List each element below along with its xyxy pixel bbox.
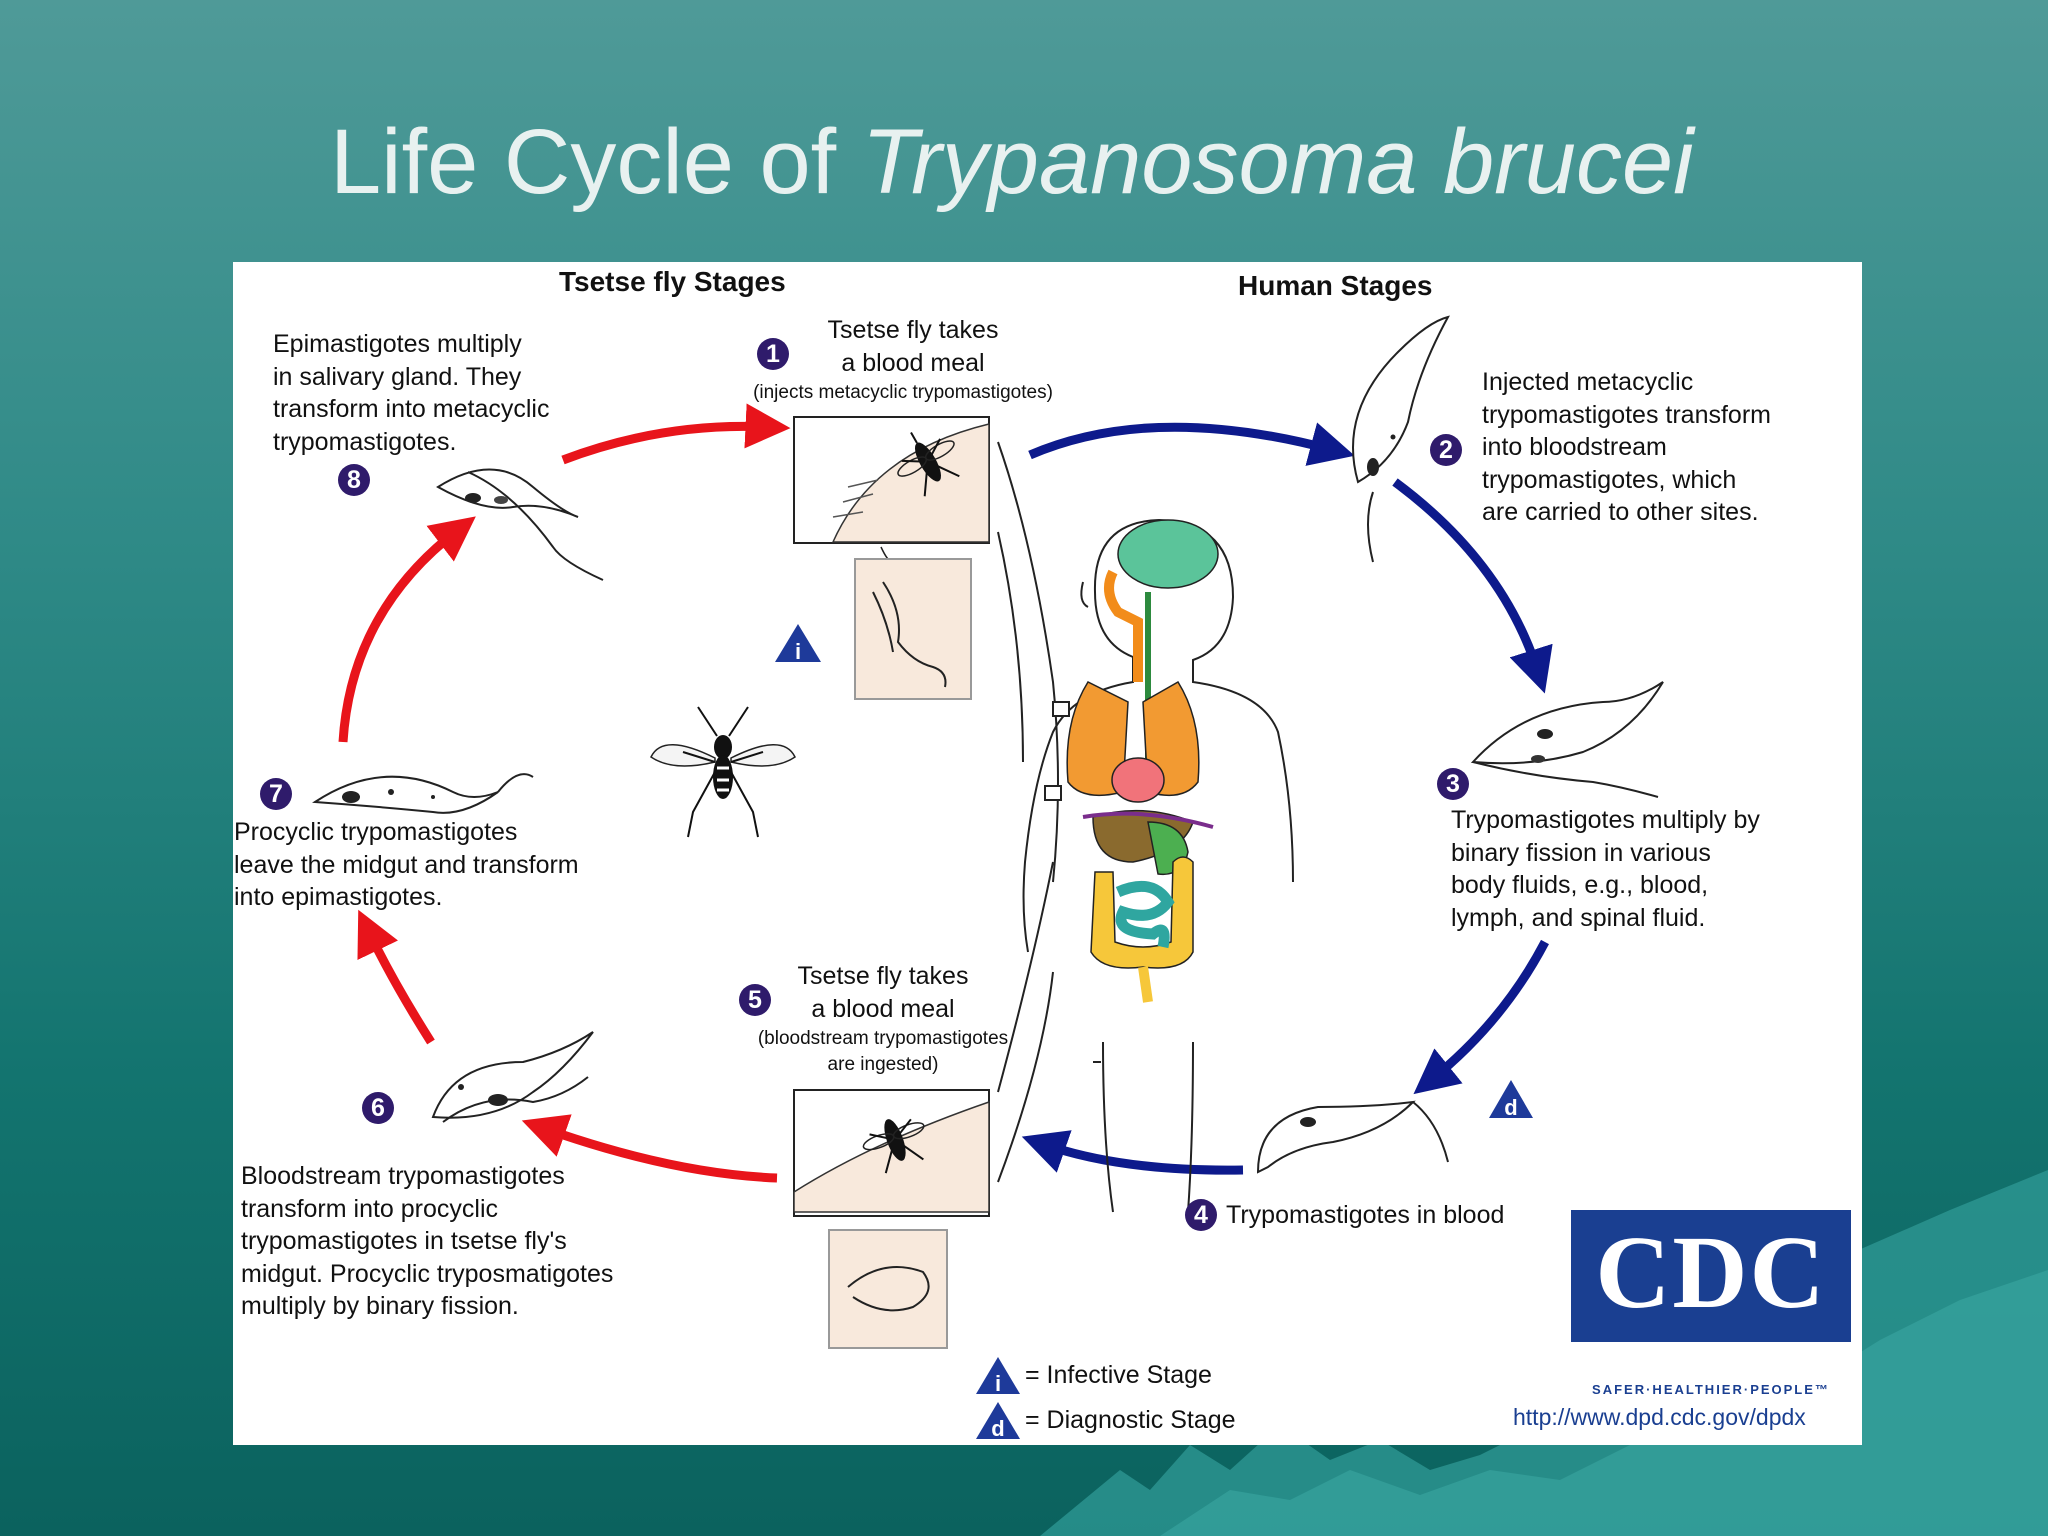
stage-1-note: (injects metacyclic trypomastigotes) xyxy=(753,382,1053,403)
infective-stage-icon xyxy=(775,624,821,662)
trypanosome-6 xyxy=(431,1031,594,1123)
brain xyxy=(1117,519,1219,589)
trypanosome-3 xyxy=(1470,681,1664,798)
trypanosome-4 xyxy=(1256,1100,1449,1174)
legend-diagnostic-icon xyxy=(976,1402,1020,1439)
throat xyxy=(1104,569,1143,682)
blood-meal-box-1 xyxy=(793,416,990,544)
tsetse-fly-illustration xyxy=(650,706,796,838)
stage-4-badge: 4 xyxy=(1194,1201,1208,1229)
arrow-2-to-3 xyxy=(1392,478,1553,694)
stage-5-badge: 5 xyxy=(748,986,762,1014)
source-url[interactable]: http://www.dpd.cdc.gov/dpdx xyxy=(1513,1404,1806,1430)
inset-box-5 xyxy=(828,1229,948,1349)
diagram-graphics xyxy=(260,315,1852,1439)
stage-3-badge: 3 xyxy=(1446,770,1460,798)
large-intestine xyxy=(1090,856,1194,969)
diagnostic-stage-icon xyxy=(1489,1080,1533,1118)
inset-box-1 xyxy=(854,558,972,700)
legend-diagnostic-letter: d xyxy=(991,1416,1005,1441)
trypanosome-2 xyxy=(1352,315,1450,563)
stage-5-text: Tsetse fly takes a blood meal xyxy=(797,962,969,1023)
legend-infective-letter: i xyxy=(994,1371,1002,1396)
stage-2-text: Injected metacyclic trypomastigotes tran… xyxy=(1482,368,1771,526)
stage-badges xyxy=(260,338,1469,1231)
trypanosome-8 xyxy=(436,468,604,581)
lifecycle-diagram: Tsetse fly Stages Human Stages 1 2 3 4 5… xyxy=(233,262,1862,1445)
arrow-5-to-6 xyxy=(521,1114,778,1183)
legend-infective-label: = Infective Stage xyxy=(1025,1361,1212,1389)
arrow-8-to-1 xyxy=(561,403,791,465)
stage-5-note: (bloodstream trypomastigotes are ingeste… xyxy=(757,1028,1009,1075)
arrow-6-to-7 xyxy=(357,909,435,1045)
arrow-3-to-4 xyxy=(1413,939,1549,1095)
tsetse-stages-header: Tsetse fly Stages xyxy=(559,266,786,297)
blood-meal-box-5 xyxy=(793,1089,990,1217)
cdc-tagline: SAFER·HEALTHIER·PEOPLE™ xyxy=(1592,1382,1830,1397)
stage-8-text: Epimastigotes multiply in salivary gland… xyxy=(273,330,550,456)
stage-6-text: Bloodstream trypomastigotes transform in… xyxy=(241,1162,614,1320)
legend-diagnostic-label: = Diagnostic Stage xyxy=(1025,1406,1236,1434)
arrow-7-to-8 xyxy=(338,516,476,743)
stage-3-text: Trypomastigotes multiply by binary fissi… xyxy=(1451,806,1760,932)
stage-1-text: Tsetse fly takes a blood meal xyxy=(827,316,999,377)
stage-2-badge: 2 xyxy=(1439,436,1453,464)
human-stages-header: Human Stages xyxy=(1238,270,1433,301)
page-title: Life Cycle of Trypanosoma brucei xyxy=(330,111,1694,213)
arrow-1-to-2 xyxy=(1028,422,1355,466)
diagnostic-stage-letter: d xyxy=(1504,1095,1518,1120)
trypanosome-7 xyxy=(312,773,534,814)
stage-8-badge: 8 xyxy=(347,466,361,494)
legend-infective-icon xyxy=(976,1357,1020,1394)
cdc-logo: CDC xyxy=(1571,1210,1851,1342)
heart xyxy=(1111,757,1165,803)
stage-7-badge: 7 xyxy=(269,780,283,808)
stage-7-text: Procyclic trypomastigotes leave the midg… xyxy=(234,818,579,911)
stage-1-badge: 1 xyxy=(766,340,780,368)
infective-stage-letter: i xyxy=(794,639,802,664)
cdc-logo-text: CDC xyxy=(1595,1215,1827,1330)
small-intestine xyxy=(1115,880,1175,949)
arrow-4-to-5 xyxy=(1021,1130,1244,1175)
stage-6-badge: 6 xyxy=(371,1094,385,1122)
human-figure xyxy=(1022,519,1294,1213)
stage-4-text: Trypomastigotes in blood xyxy=(1226,1201,1505,1229)
